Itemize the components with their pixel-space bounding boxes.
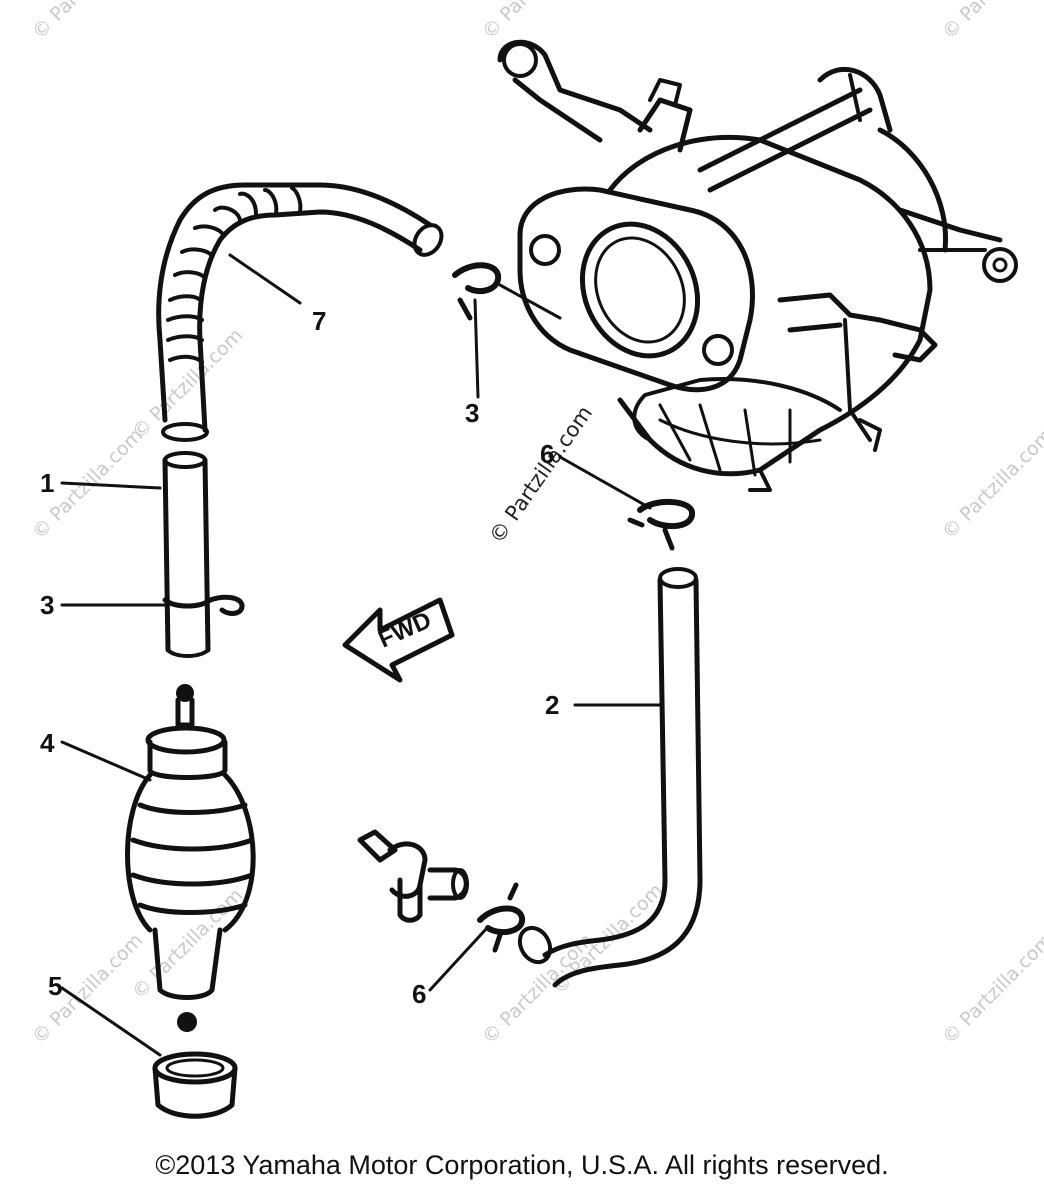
fuel-hose-2 xyxy=(517,567,703,988)
callout-6-clip-lower: 6 xyxy=(412,979,426,1009)
forward-direction-indicator: FWD xyxy=(342,597,455,683)
watermark-top-center: © Partzilla.com xyxy=(478,0,597,44)
spiral-fuel-hose-7 xyxy=(156,182,444,442)
callout-labels: 1 3 4 5 7 3 6 2 6 xyxy=(40,306,559,1009)
fuel-filter-cup-5 xyxy=(152,1051,238,1119)
callout-7-spiral-hose: 7 xyxy=(312,306,326,336)
flange-bolt-hole-lower xyxy=(702,334,734,366)
callout-6-clip-upper: 6 xyxy=(540,439,554,469)
callout-1-hose: 1 xyxy=(40,468,54,498)
leader-lines xyxy=(60,253,664,1057)
carburetor-assembly xyxy=(497,39,1018,492)
callout-3-clip-top: 3 xyxy=(465,398,479,428)
flange-bolt-hole-upper xyxy=(529,234,561,266)
callout-4-primer-bulb: 4 xyxy=(40,728,55,758)
primer-bulb-4 xyxy=(125,684,256,1032)
hose-clip-upper xyxy=(452,262,562,321)
hose-7-end xyxy=(161,422,209,442)
copyright-notice: ©2013 Yamaha Motor Corporation, U.S.A. A… xyxy=(155,1150,889,1180)
hose-clip-right-upper xyxy=(627,498,695,551)
callout-5-filter-cup: 5 xyxy=(48,971,62,1001)
watermark-bottom-right: © Partzilla.com xyxy=(938,929,1044,1048)
callout-3-clip-left: 3 xyxy=(40,590,54,620)
watermark-center: © Partzilla.com xyxy=(484,401,597,548)
fuel-hose-1 xyxy=(162,451,245,658)
hose-clip-right-lower xyxy=(477,882,525,953)
watermark-layer: © Partzilla.com © Partzilla.com © Partzi… xyxy=(28,0,1044,1049)
callout-2-hose: 2 xyxy=(545,690,559,720)
watermark-top-left: © Partzilla.com xyxy=(28,0,147,44)
carburetor-bore xyxy=(579,221,701,359)
watermark-mid-right: © Partzilla.com xyxy=(938,424,1044,543)
fuel-tank-connector xyxy=(357,829,469,923)
watermark-top-right: © Partzilla.com xyxy=(938,0,1044,44)
